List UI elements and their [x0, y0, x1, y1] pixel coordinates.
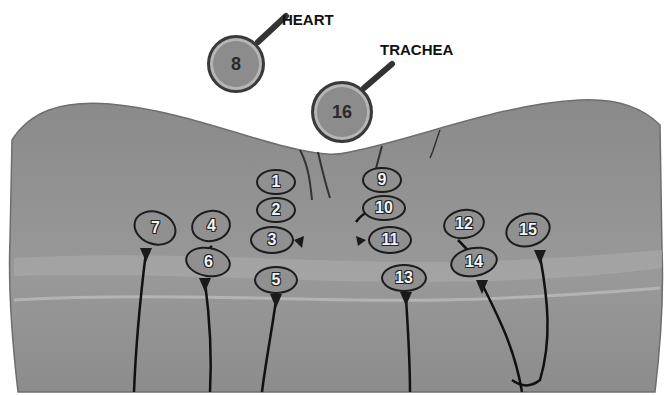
- electrode-pad: 11: [368, 226, 412, 254]
- callout-number: 11: [382, 232, 399, 248]
- callout-number: 6: [204, 254, 213, 270]
- electrode-pad: 3: [250, 226, 294, 254]
- probe-disc: 16TRACHEA: [311, 81, 373, 143]
- callout-number: 1: [272, 174, 281, 190]
- callout-number: 14: [465, 254, 483, 270]
- electrode-pad: 2: [256, 197, 296, 224]
- electrode-pad: 5: [254, 266, 298, 294]
- callout-number: 12: [455, 216, 473, 232]
- callout-number: 16: [332, 103, 352, 121]
- callout-number: 13: [395, 270, 413, 286]
- callout-number: 2: [272, 202, 281, 218]
- electrode-pad: 10: [362, 195, 406, 222]
- callout-number: 10: [375, 200, 393, 216]
- electrode-pad: 13: [381, 264, 427, 292]
- callout-number: 8: [231, 55, 241, 73]
- callout-number: 9: [378, 172, 387, 188]
- probe-disc: 8HEART: [207, 35, 265, 93]
- callout-number: 4: [207, 218, 216, 234]
- electrode-pad: 9: [362, 167, 402, 194]
- probe-label: HEART: [282, 12, 334, 27]
- callout-number: 5: [272, 272, 281, 288]
- probe-label: TRACHEA: [380, 42, 453, 57]
- callout-number: 7: [151, 220, 160, 236]
- callout-number: 3: [268, 232, 277, 248]
- callout-number: 15: [519, 222, 537, 238]
- electrode-pad: 1: [256, 169, 296, 196]
